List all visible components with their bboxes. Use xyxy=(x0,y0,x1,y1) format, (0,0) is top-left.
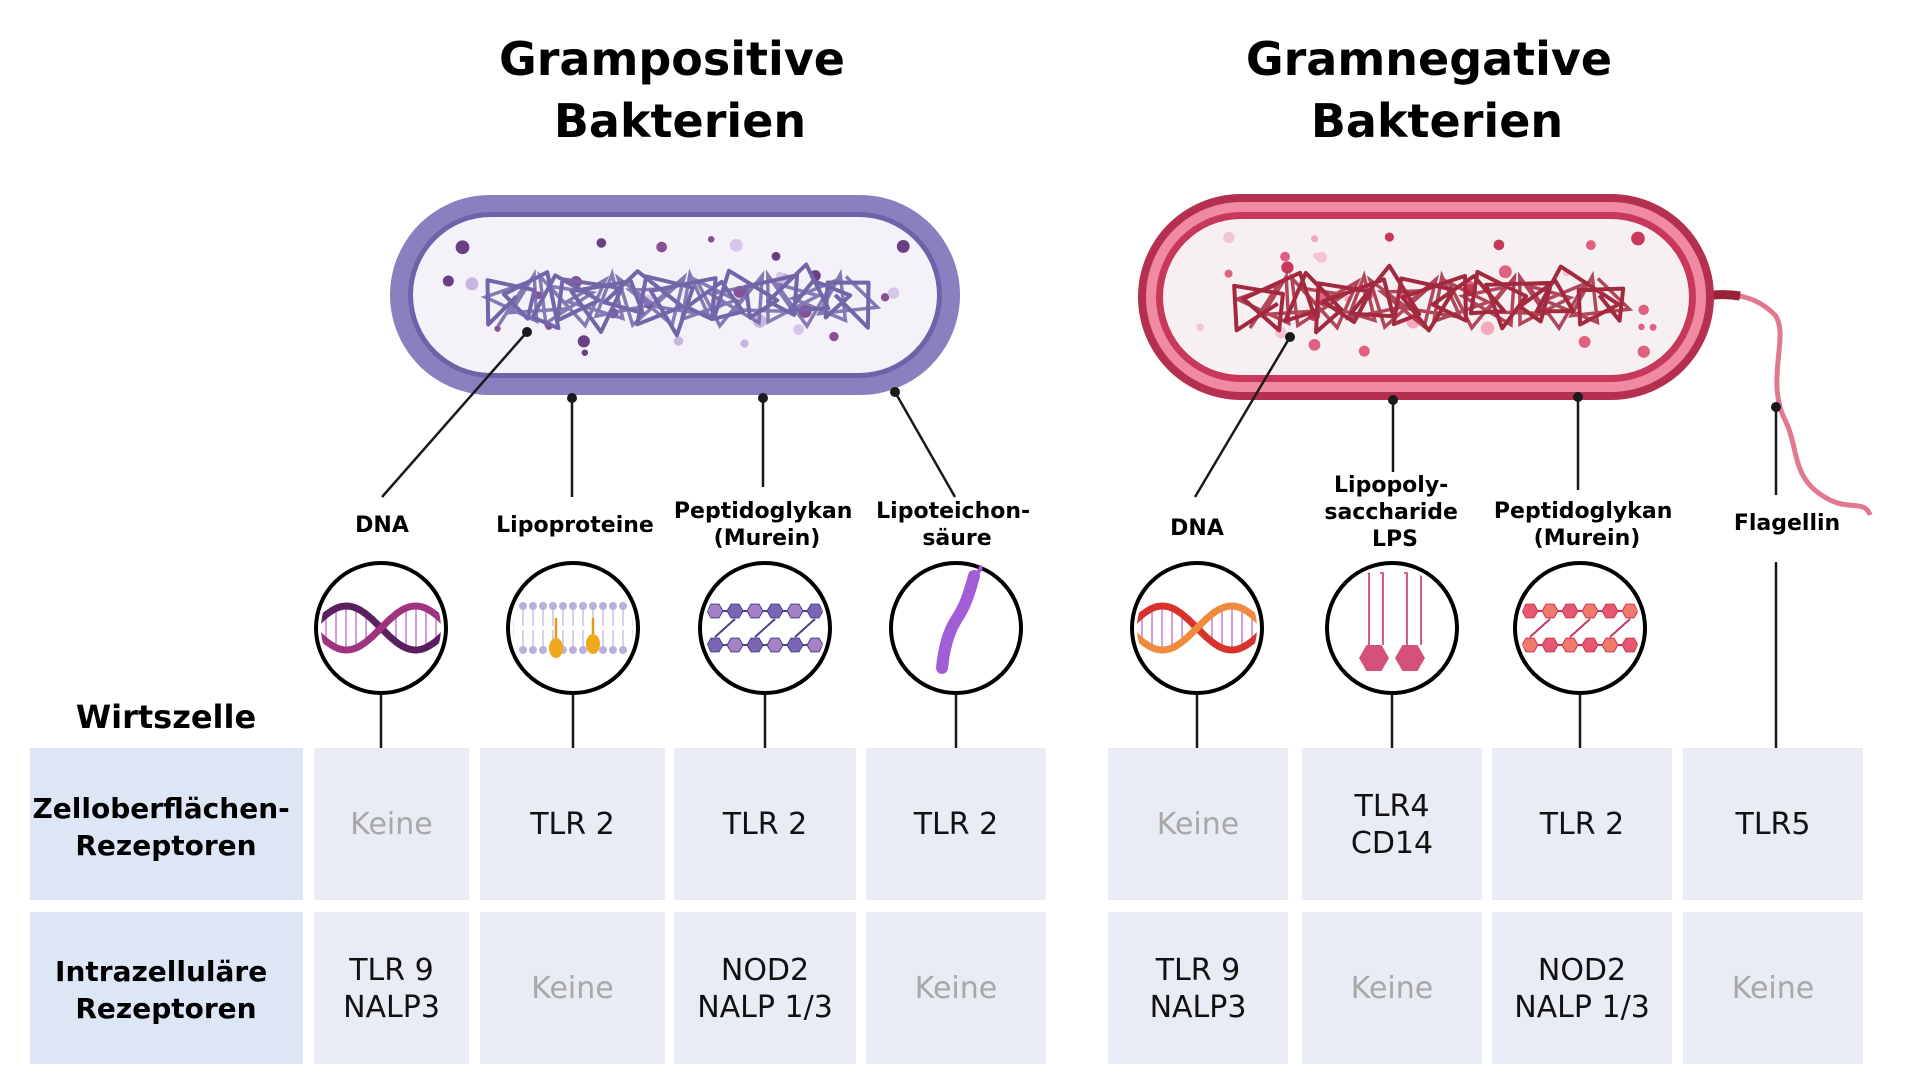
label-pos-lipoteichonsaeure: Lipoteichon- säure xyxy=(876,499,1038,551)
table-cell xyxy=(866,748,1046,900)
row-label-surface xyxy=(30,748,303,900)
dna-helix-icon xyxy=(1130,561,1264,695)
table-cell-value: TLR5 xyxy=(1735,807,1811,842)
gram-positive-dna-coil xyxy=(480,262,882,338)
row-label-intra-text: Intrazelluläre Rezeptoren xyxy=(55,955,277,1025)
row-label-surface-text: Zelloberflächen- Rezeptoren xyxy=(32,792,299,862)
table-cell xyxy=(314,912,469,1064)
pointer-lines xyxy=(381,327,1781,498)
table-cell-value: TLR 2 xyxy=(529,807,615,842)
gram-positive-title: Grampositive Bakterien xyxy=(499,32,861,148)
gram-negative-bacterium xyxy=(1138,194,1873,517)
table-cell-value: TLR 2 xyxy=(722,807,808,842)
icon-table-connectors xyxy=(379,562,1778,748)
peptidoglycan-icon xyxy=(1513,561,1647,695)
label-pos-lipoproteine: Lipoproteine xyxy=(496,513,654,538)
table-cell xyxy=(1683,748,1863,900)
lps-icon xyxy=(1325,561,1459,695)
table-cell xyxy=(1683,912,1863,1064)
table-cell-value: Keine xyxy=(531,971,613,1006)
label-pos-dna: DNA xyxy=(355,513,409,538)
lipoteichoic-acid-icon xyxy=(889,561,1023,695)
table-cell xyxy=(480,748,665,900)
table-cell-value: Keine xyxy=(1157,807,1239,842)
table-cell-value: TLR 2 xyxy=(1539,807,1625,842)
table-cell xyxy=(1302,748,1482,900)
host-cell-title: Wirtszelle xyxy=(76,698,256,736)
table-cell-value: Keine xyxy=(1732,971,1814,1006)
table-cell-value: Keine xyxy=(350,807,432,842)
table-cell xyxy=(1108,748,1288,900)
table-cell-value: Keine xyxy=(1351,971,1433,1006)
table-cell xyxy=(866,912,1046,1064)
row-label-intra xyxy=(30,912,303,1064)
label-neg-peptidoglykan: Peptidoglykan (Murein) xyxy=(1494,499,1680,551)
peptidoglycan-icon xyxy=(698,561,832,695)
table-cell xyxy=(480,912,665,1064)
gram-positive-cytoplasm xyxy=(413,217,937,373)
gram-negative-title: Gramnegative Bakterien xyxy=(1246,32,1628,148)
table-cell xyxy=(1492,748,1672,900)
table-cell xyxy=(1108,912,1288,1064)
lipoprotein-membrane-icon xyxy=(506,561,640,695)
table-cell-value: TLR 2 xyxy=(913,807,999,842)
label-neg-dna: DNA xyxy=(1170,516,1224,541)
table-cell xyxy=(674,912,856,1064)
flagellum xyxy=(1699,292,1873,517)
label-pos-peptidoglykan: Peptidoglykan (Murein) xyxy=(674,499,860,551)
table-cell xyxy=(1492,912,1672,1064)
table-cell xyxy=(674,748,856,900)
gram-positive-bacterium xyxy=(390,195,960,395)
table-cell xyxy=(314,748,469,900)
dna-helix-icon xyxy=(314,561,448,695)
label-neg-lps: Lipopoly- saccharide LPS xyxy=(1324,473,1465,552)
component-labels: DNA Lipoproteine Peptidoglykan (Murein) … xyxy=(355,473,1840,552)
table-cell-value: Keine xyxy=(915,971,997,1006)
table-cell xyxy=(1302,912,1482,1064)
gram-negative-dna-coil xyxy=(1232,263,1634,335)
label-neg-flagellin: Flagellin xyxy=(1734,511,1840,536)
